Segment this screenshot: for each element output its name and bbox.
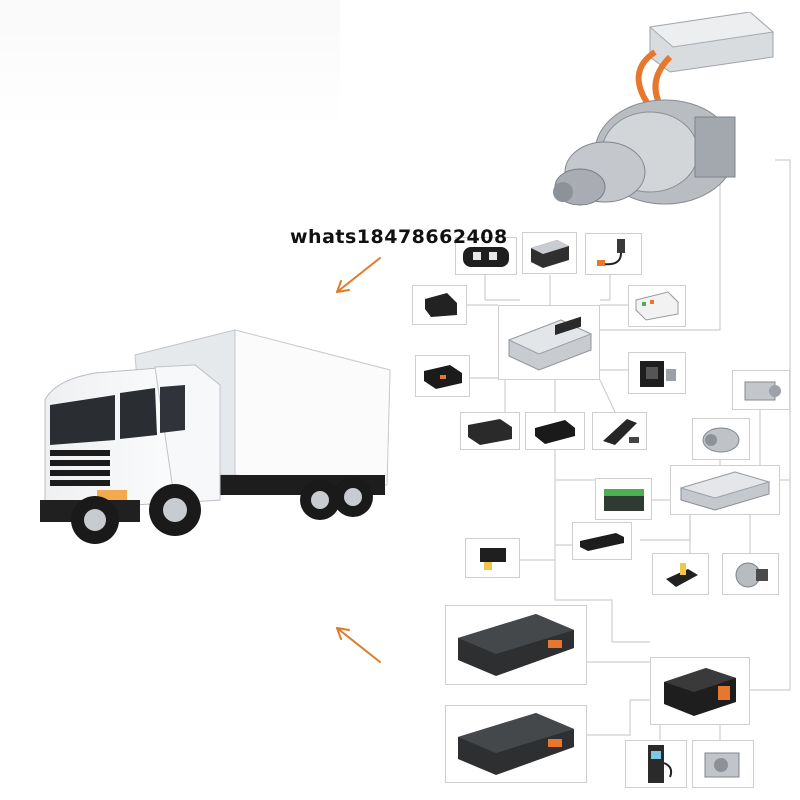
gear-shifter-icon: [652, 553, 709, 595]
obd-module-icon: [412, 285, 467, 325]
relay-box-icon: [628, 352, 686, 394]
dc-converter-icon: [460, 412, 520, 450]
connector-plug-icon: [455, 237, 517, 275]
battery-management-unit-icon: [650, 657, 750, 725]
charging-pile-icon: [625, 740, 687, 788]
compressor-icon: [692, 418, 750, 460]
watermark-contact-text: whats18478662408: [290, 226, 508, 248]
battery-pack-icon: [445, 705, 587, 783]
instrument-panel-icon: [628, 285, 686, 327]
power-switch-icon: [525, 412, 585, 450]
background-fade: [0, 0, 340, 130]
drive-motor-assembly-icon: [553, 12, 775, 206]
vehicle-control-unit-icon: [498, 305, 600, 380]
steering-pump-icon: [722, 553, 779, 595]
charging-plug-icon: [465, 538, 520, 578]
heater-icon: [692, 740, 754, 788]
telematics-box-icon: [415, 355, 470, 397]
battery-icon: [595, 478, 652, 520]
switch-panel-icon: [572, 522, 632, 560]
electric-truck-icon: [40, 329, 391, 544]
accelerator-pedal-icon: [592, 412, 647, 450]
battery-pack-icon: [445, 605, 587, 685]
small-motor-icon: [732, 370, 790, 410]
gateway-box-icon: [522, 232, 577, 274]
power-distribution-unit-icon: [670, 465, 780, 515]
sensor-cable-icon: [585, 233, 642, 275]
